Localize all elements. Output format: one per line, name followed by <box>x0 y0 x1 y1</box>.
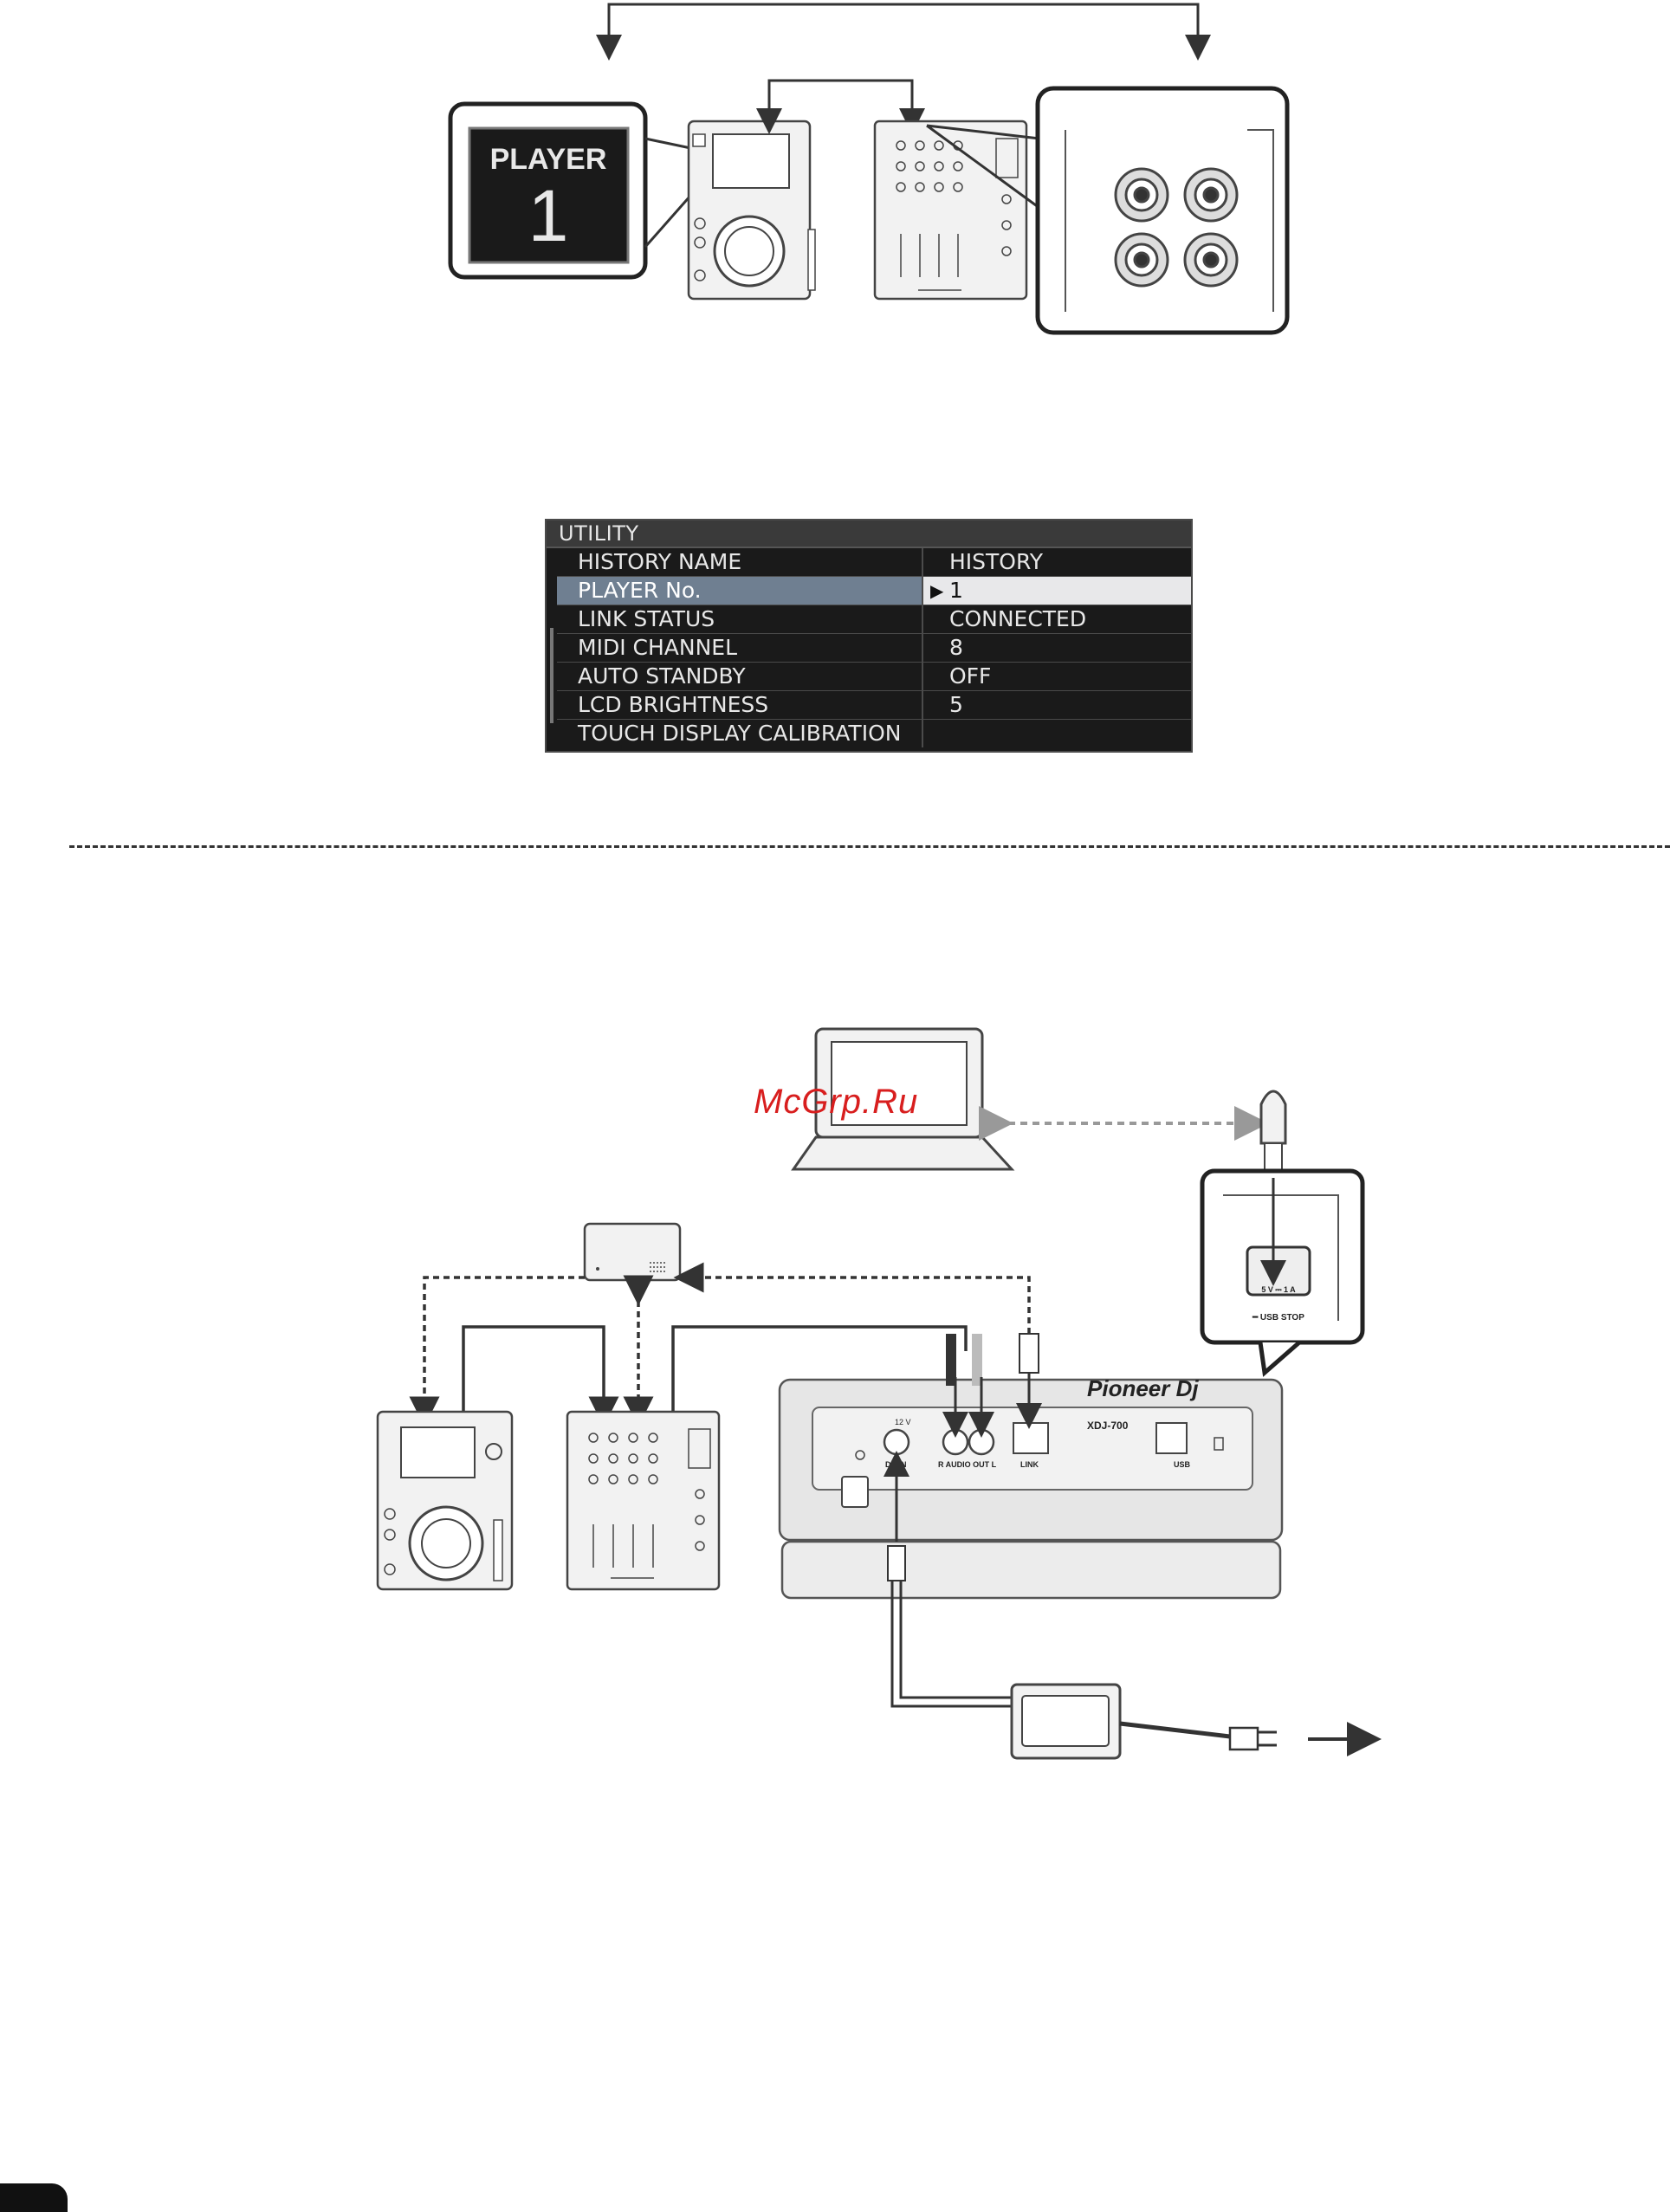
usb-port <box>1156 1423 1187 1453</box>
watermark: McGrp.Ru <box>754 1083 918 1122</box>
utility-row-auto-standby[interactable]: AUTO STANDBY OFF <box>557 663 1191 691</box>
top-bracket-connector <box>609 4 1198 48</box>
top-connection-diagram: PLAYER 1 <box>0 0 1670 346</box>
utility-row-lcd-brightness[interactable]: LCD BRIGHTNESS 5 <box>557 691 1191 720</box>
selection-cursor-icon: ▶ <box>930 577 943 605</box>
player-mixer-audio <box>463 1327 604 1412</box>
svg-text:5 V ⎓ 1 A: 5 V ⎓ 1 A <box>1261 1285 1296 1294</box>
utility-menu: UTILITY HISTORY NAME HISTORY PLAYER No. … <box>545 519 1193 753</box>
link-label: LINK <box>1020 1460 1039 1469</box>
usb-stick-icon <box>1261 1091 1285 1178</box>
power-switch <box>842 1477 868 1507</box>
audio-out-l-jack <box>969 1430 994 1454</box>
bottom-connection-diagram: 5 V ⎓ 1 A ━ USB STOP <box>0 996 1670 1845</box>
hub-player-lan <box>424 1277 585 1412</box>
section-divider <box>69 845 1670 848</box>
brand-logo: Pioneer Dj <box>1087 1375 1199 1401</box>
mixer-device <box>567 1412 719 1589</box>
page-number-tab <box>0 2183 68 2212</box>
player-device-small <box>689 121 815 299</box>
ac-cable <box>1120 1724 1230 1737</box>
mixer-device-small <box>875 121 1026 299</box>
utility-row-link-status[interactable]: LINK STATUS CONNECTED <box>557 605 1191 634</box>
link-port <box>1013 1423 1048 1453</box>
utility-row-history-name[interactable]: HISTORY NAME HISTORY <box>557 548 1191 577</box>
player-display-number: 1 <box>528 175 569 256</box>
audio-out-r-jack <box>943 1430 968 1454</box>
ac-plug-icon <box>1230 1728 1277 1750</box>
utility-title: UTILITY <box>547 521 1191 548</box>
audio-out-label: R AUDIO OUT L <box>938 1460 997 1469</box>
utility-scrollbar[interactable] <box>550 628 553 723</box>
dc-cable <box>892 1581 1013 1706</box>
utility-row-midi-channel[interactable]: MIDI CHANNEL 8 <box>557 634 1191 663</box>
usb-label: USB <box>1174 1460 1191 1469</box>
model-label: XDJ-700 <box>1087 1420 1129 1432</box>
utility-row-touch-calibration[interactable]: TOUCH DISPLAY CALIBRATION <box>557 720 1191 747</box>
utility-row-player-no[interactable]: PLAYER No. ▶1 <box>557 577 1191 605</box>
usb-stop-label: ━ USB STOP <box>1252 1313 1304 1323</box>
link-cable-top <box>769 81 912 121</box>
xdj-rear-panel: Pioneer Dj XDJ-700 12 V DC IN R AUDIO OU… <box>780 1375 1282 1598</box>
network-hub-icon <box>585 1224 680 1280</box>
player-device <box>378 1412 512 1589</box>
dc-in-jack <box>884 1430 909 1454</box>
svg-text:12 V: 12 V <box>895 1418 911 1426</box>
player-display-label: PLAYER <box>490 143 607 176</box>
